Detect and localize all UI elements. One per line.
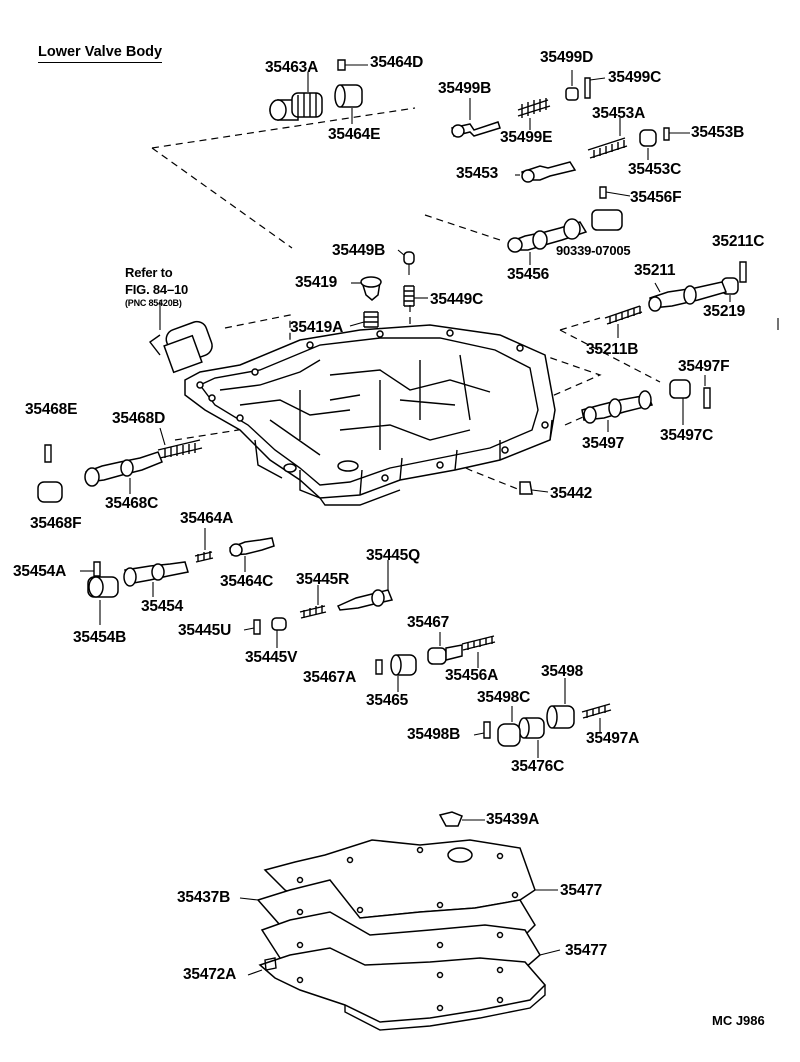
part-label[interactable]: 35467 xyxy=(407,614,450,631)
oil-pan-assembly xyxy=(239,811,561,1031)
part-label[interactable]: 35454B xyxy=(73,629,127,646)
part-label[interactable]: 35439A xyxy=(486,811,540,828)
part-label[interactable]: 35419 xyxy=(295,274,338,291)
part-label[interactable]: 35456F xyxy=(630,189,682,206)
lower-valve-body-casting xyxy=(184,324,556,506)
part-label[interactable]: 35497A xyxy=(586,730,640,747)
part-label[interactable]: 35464D xyxy=(370,54,424,71)
part-label[interactable]: 35219 xyxy=(703,303,746,320)
part-label[interactable]: 35442 xyxy=(550,485,593,502)
part-label[interactable]: 35211C xyxy=(712,233,765,250)
part-label[interactable]: 35472A xyxy=(183,966,237,983)
part-label[interactable]: 35464C xyxy=(220,573,274,590)
parts-upper-left xyxy=(269,59,368,124)
part-label[interactable]: 35464A xyxy=(180,510,234,527)
part-label[interactable]: 35499C xyxy=(608,69,662,86)
part-label[interactable]: 35468C xyxy=(105,495,159,512)
part-label[interactable]: 35477 xyxy=(560,882,603,899)
part-label[interactable]: 35456A xyxy=(445,667,499,684)
parts-left-side xyxy=(37,427,203,503)
part-label[interactable]: 35463A xyxy=(265,59,319,76)
part-label[interactable]: 35499E xyxy=(500,129,553,146)
reference-line-3: (PNC 85420B) xyxy=(125,298,182,308)
part-label[interactable]: 35456 xyxy=(507,266,550,283)
part-label[interactable]: 35467A xyxy=(303,669,357,686)
part-label[interactable]: 35453A xyxy=(592,105,646,122)
part-label[interactable]: 35477 xyxy=(565,942,608,959)
part-label[interactable]: 35468E xyxy=(25,401,78,418)
part-label[interactable]: 35437B xyxy=(177,889,231,906)
part-label[interactable]: 35453C xyxy=(628,161,682,178)
part-label[interactable]: 35419A xyxy=(290,319,344,336)
part-label[interactable]: 35499B xyxy=(438,80,492,97)
parts-right-side xyxy=(519,261,779,495)
part-label[interactable]: 35497 xyxy=(582,435,625,452)
diagram-code: MC J986 xyxy=(712,1013,765,1028)
parts-lower-section xyxy=(80,528,612,758)
part-label[interactable]: 90339-07005 xyxy=(556,243,631,258)
part-label[interactable]: 35468F xyxy=(30,515,82,532)
part-label[interactable]: 35445Q xyxy=(366,547,420,564)
part-label[interactable]: 35453 xyxy=(456,165,499,182)
part-label[interactable]: 35465 xyxy=(366,692,409,709)
part-label[interactable]: 35476C xyxy=(511,758,565,775)
part-label[interactable]: 35499D xyxy=(540,49,594,66)
part-label[interactable]: 35453B xyxy=(691,124,745,141)
part-label[interactable]: 35445V xyxy=(245,649,298,666)
part-label[interactable]: 35497F xyxy=(678,358,730,375)
part-label[interactable]: 35468D xyxy=(112,410,166,427)
part-label[interactable]: 35498C xyxy=(477,689,531,706)
part-label[interactable]: 35211B xyxy=(586,341,639,358)
part-label[interactable]: 35498 xyxy=(541,663,584,680)
part-label[interactable]: 35454A xyxy=(13,563,67,580)
part-label[interactable]: 35449B xyxy=(332,242,386,259)
part-label[interactable]: 35449C xyxy=(430,291,484,308)
part-label[interactable]: 35464E xyxy=(328,126,381,143)
part-label[interactable]: 35445R xyxy=(296,571,350,588)
part-label[interactable]: 35454 xyxy=(141,598,184,615)
reference-line-1: Refer to xyxy=(125,265,173,280)
part-label[interactable]: 35211 xyxy=(634,262,676,279)
part-label[interactable]: 35445U xyxy=(178,622,232,639)
diagram-title: Lower Valve Body xyxy=(38,44,163,63)
parts-upper-right xyxy=(349,70,690,328)
part-label[interactable]: 35498B xyxy=(407,726,461,743)
solenoid-assembly xyxy=(148,300,213,374)
part-label[interactable]: 35497C xyxy=(660,427,714,444)
reference-line-2: FIG. 84–10 xyxy=(125,282,189,297)
